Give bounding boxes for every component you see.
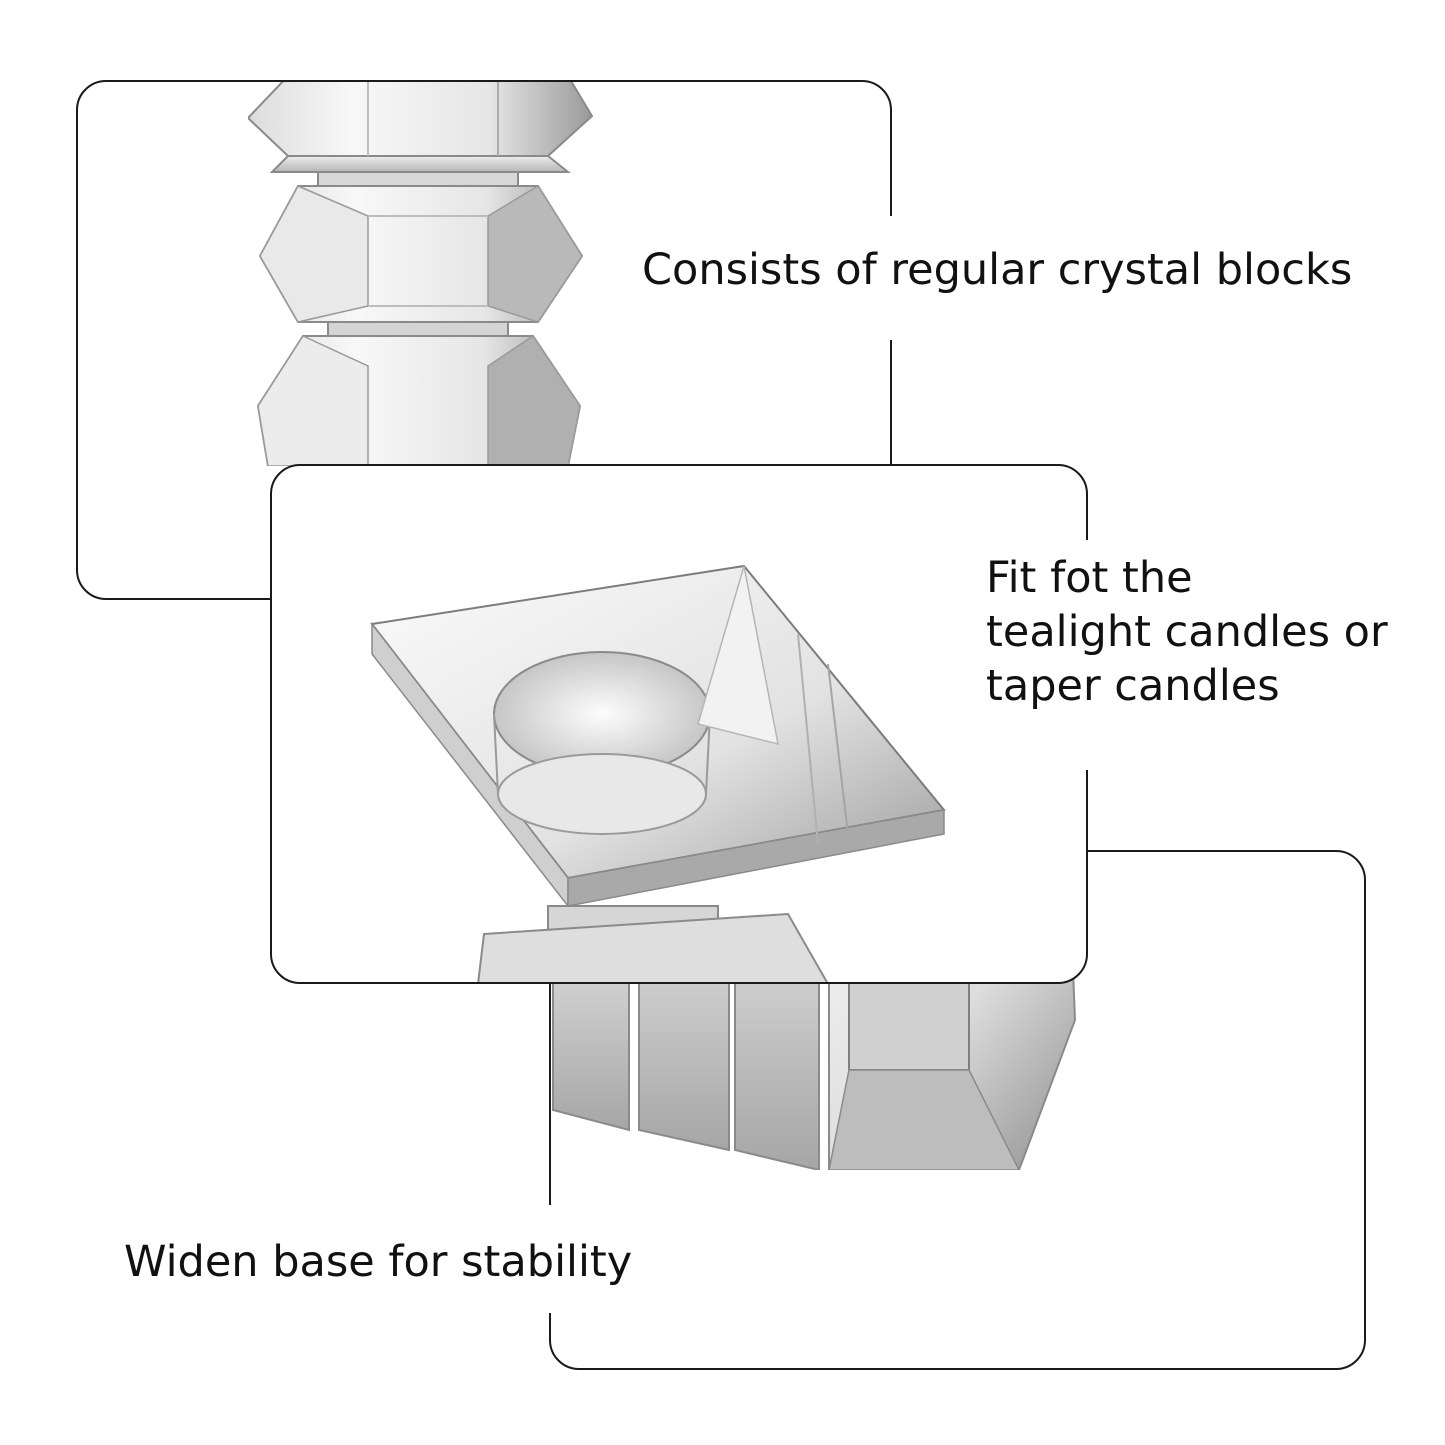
label-tealight-line2: tealight candles or	[986, 606, 1388, 657]
label-tealight-line3: taper candles	[986, 660, 1280, 711]
label-widened-base: Widen base for stability	[118, 1232, 639, 1294]
panel-tealight-holder	[270, 464, 1088, 984]
label-tealight-line1: Fit fot the	[986, 553, 1193, 603]
crystal-blocks-photo	[248, 82, 594, 466]
crystal-holder-photo	[370, 564, 946, 982]
label-crystal-blocks: Consists of regular crystal blocks	[636, 240, 1359, 302]
label-tealight: Fit fot the tealight candles or taper ca…	[980, 548, 1432, 718]
